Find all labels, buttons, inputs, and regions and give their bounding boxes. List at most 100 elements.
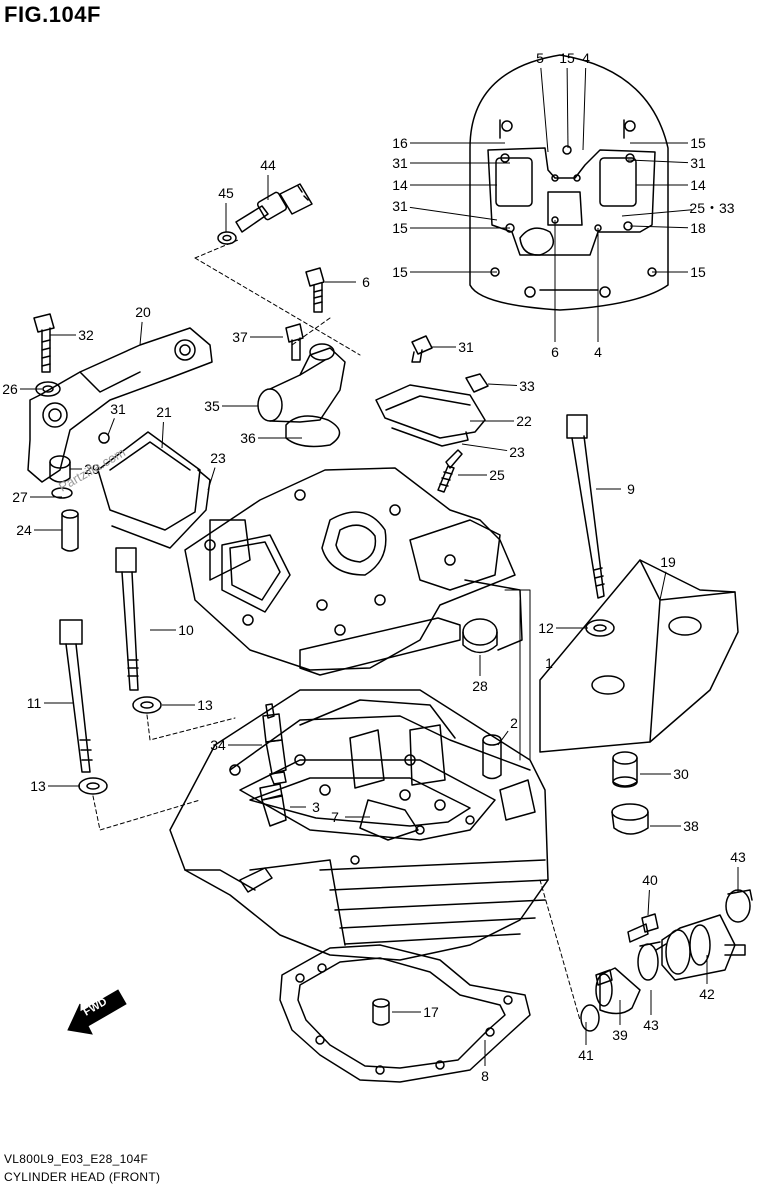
- water-outlet-35: [257, 343, 346, 423]
- callout-c31a: 31: [392, 155, 408, 171]
- callout-c32: 32: [78, 327, 94, 343]
- callout-c22: 22: [516, 413, 532, 429]
- fwd-arrow-icon: FWD: [67, 989, 127, 1035]
- dowel-2: [482, 734, 502, 780]
- callout-c36: 36: [240, 430, 256, 446]
- callout-c2: 2: [510, 715, 518, 731]
- callout-c17: 17: [423, 1004, 439, 1020]
- inset-head-underside: [469, 54, 669, 311]
- dowel-17: [372, 998, 390, 1026]
- callout-c8: 8: [481, 1068, 489, 1084]
- callout-c23a: 23: [210, 450, 226, 466]
- bolt-31-left: [98, 432, 110, 444]
- callout-c9: 9: [627, 481, 635, 497]
- gasket-23: [391, 427, 469, 447]
- gasket-8: [279, 944, 531, 1083]
- grommet-30: [612, 751, 638, 788]
- gasket-36: [285, 415, 341, 448]
- head-cover-upper: [184, 467, 523, 676]
- callout-c19: 19: [660, 554, 676, 570]
- intake-pipe-39: [595, 967, 641, 1015]
- figure-title: FIG.104F: [4, 2, 101, 27]
- callout-c25: 25: [489, 467, 505, 483]
- callout-c2533: 25・33: [689, 200, 734, 216]
- callout-c6a: 6: [551, 344, 559, 360]
- clamp-43b: [637, 941, 667, 981]
- callout-c21: 21: [156, 404, 172, 420]
- callout-c20: 20: [135, 304, 151, 320]
- callout-c6b: 6: [362, 274, 370, 290]
- callout-c31c: 31: [392, 198, 408, 214]
- callout-c39: 39: [612, 1027, 628, 1043]
- callout-c45: 45: [218, 185, 234, 201]
- callout-c4a: 4: [582, 50, 590, 66]
- clamp-43a: [725, 889, 753, 923]
- callout-c10: 10: [178, 622, 194, 638]
- callout-c15a: 15: [559, 50, 575, 66]
- callout-c1: 1: [545, 655, 553, 671]
- gasket-23-left: [111, 469, 211, 549]
- grommet-38: [611, 803, 649, 835]
- bolt-11: [59, 619, 93, 773]
- callout-c31d: 31: [458, 339, 474, 355]
- watermark: Partzilla.com: [56, 444, 128, 494]
- callout-c30: 30: [673, 766, 689, 782]
- sensor-44: [235, 183, 313, 233]
- bolt-40: [627, 913, 659, 943]
- leader-c31b: [627, 159, 689, 164]
- leader-c2533: [621, 209, 693, 217]
- callout-c15c: 15: [392, 220, 408, 236]
- callout-c28: 28: [472, 678, 488, 694]
- callout-c3: 3: [312, 799, 320, 815]
- leader-c21: [161, 421, 164, 449]
- callout-c42: 42: [699, 986, 715, 1002]
- o-ring-41: [580, 1004, 600, 1032]
- callout-c31b: 31: [690, 155, 706, 171]
- callout-c12: 12: [538, 620, 554, 636]
- callout-c15d: 15: [392, 264, 408, 280]
- bolt-9: [566, 414, 605, 599]
- cylinder-head: [169, 689, 549, 961]
- cover-19: [539, 559, 739, 753]
- callout-c24: 24: [16, 522, 32, 538]
- leader-c2: [497, 730, 509, 746]
- callout-c13b: 13: [30, 778, 46, 794]
- bolt-10: [115, 547, 139, 691]
- stud-25: [437, 449, 463, 493]
- callout-c43b: 43: [643, 1017, 659, 1033]
- leader-c5: [540, 67, 549, 153]
- cover-21: [97, 431, 201, 531]
- part-drawings: [27, 54, 753, 1083]
- callout-c18: 18: [690, 220, 706, 236]
- spark-plug-3: [259, 783, 287, 827]
- bolt-32: [33, 313, 55, 373]
- callout-c41: 41: [578, 1047, 594, 1063]
- callout-c34: 34: [210, 737, 226, 753]
- callout-c27: 27: [12, 489, 28, 505]
- leader-c4a: [582, 67, 587, 151]
- callout-c44: 44: [260, 157, 276, 173]
- footer-name: CYLINDER HEAD (FRONT): [4, 1170, 161, 1184]
- leader-c23b: [461, 443, 508, 452]
- callout-c40: 40: [642, 872, 658, 888]
- callout-c35: 35: [204, 398, 220, 414]
- leader-c23a: [207, 467, 216, 491]
- callout-c37: 37: [232, 329, 248, 345]
- callout-c23b: 23: [509, 444, 525, 460]
- part-29: [49, 455, 71, 483]
- callout-c15b: 15: [690, 135, 706, 151]
- callout-c33: 33: [519, 378, 535, 394]
- callout-c4b: 4: [594, 344, 602, 360]
- leader-c15a: [566, 67, 569, 149]
- bolt-37: [285, 323, 304, 361]
- callout-c15e: 15: [690, 264, 706, 280]
- dowel-24: [61, 509, 79, 552]
- callout-c5: 5: [536, 50, 544, 66]
- leader-lines: [20, 67, 739, 1066]
- callout-c7: 7: [331, 809, 339, 825]
- bracket-20: [27, 327, 213, 483]
- callout-c29: 29: [84, 461, 100, 477]
- callout-c26: 26: [2, 381, 18, 397]
